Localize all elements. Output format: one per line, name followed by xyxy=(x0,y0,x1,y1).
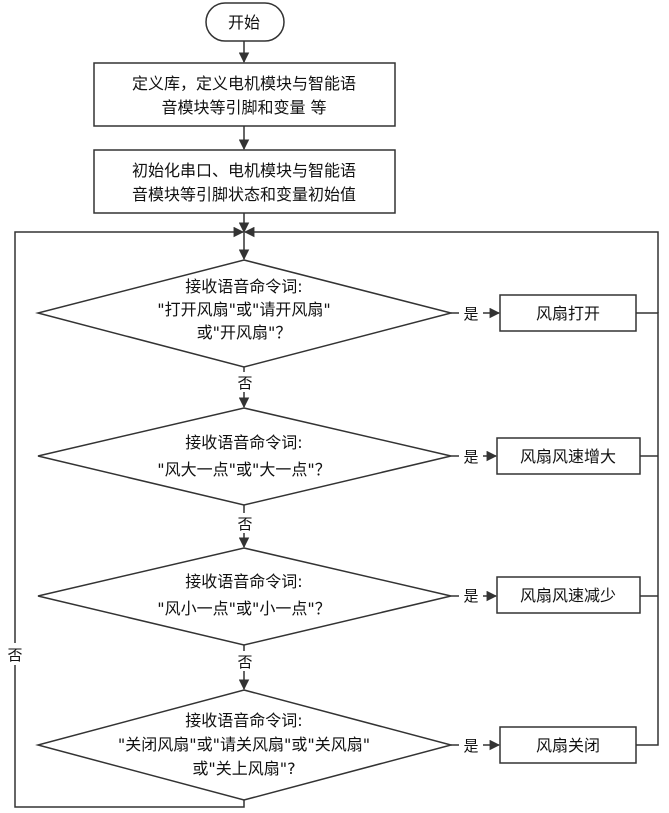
a1-text-line-1: 风扇打开 xyxy=(536,304,600,323)
yes-label-bg-2 xyxy=(459,446,483,466)
a2-text-line-1: 风扇风速增大 xyxy=(520,447,616,466)
yes-label-bg-3 xyxy=(459,586,483,606)
start-text: 开始 xyxy=(228,13,260,32)
d2-text-line-2: "风大一点"或"大一点"？ xyxy=(157,460,330,479)
no-label-3: 否 xyxy=(237,653,252,671)
d1-text: 接收语音命令词: "打开风扇"或"请开风扇" 或"开风扇"？ xyxy=(157,277,330,342)
no-label-4: 否 xyxy=(7,646,22,664)
d4-text-line-1: 接收语音命令词: xyxy=(185,711,302,730)
define-text-line-1: 定义库，定义电机模块与智能语 xyxy=(132,74,356,93)
init-text: 初始化串口、电机模块与智能语音模块等引脚状态和变量初始值 xyxy=(132,161,356,204)
define-process xyxy=(93,62,396,127)
d1-text-line-1: 接收语音命令词: xyxy=(185,277,302,296)
a1-text: 风扇打开 xyxy=(536,304,600,323)
yes-label-2: 是 xyxy=(463,448,478,466)
d4-text-line-3: 或"关上风扇"? xyxy=(192,759,295,778)
start-terminal xyxy=(205,2,285,42)
d1-text-line-2: "打开风扇"或"请开风扇" xyxy=(157,300,330,319)
d2-text-line-1: 接收语音命令词: xyxy=(185,433,302,452)
yes-label-bg-1 xyxy=(459,303,483,323)
define-text: 定义库，定义电机模块与智能语音模块等引脚和变量 等 xyxy=(132,74,356,117)
decision-speed-down xyxy=(37,547,452,646)
edge-return-top xyxy=(243,226,659,313)
decision-speed-up xyxy=(37,407,452,506)
yes-label-1: 是 xyxy=(463,305,478,323)
no-label-bg-2 xyxy=(233,513,257,533)
action-fan-on xyxy=(499,294,637,332)
a3-text-line-1: 风扇风速减少 xyxy=(520,586,616,605)
action-fan-off xyxy=(499,726,637,764)
yes-label-3: 是 xyxy=(463,587,478,605)
d3-text-line-2: "风小一点"或"小一点"？ xyxy=(157,599,330,618)
no-label-bg-3 xyxy=(233,651,257,671)
init-text-line-1: 初始化串口、电机模块与智能语 xyxy=(132,161,356,180)
start-text-line-1: 开始 xyxy=(228,13,260,32)
yes-label-bg-4 xyxy=(459,735,483,755)
init-text-line-2: 音模块等引脚状态和变量初始值 xyxy=(132,185,356,204)
no-label-bg-4 xyxy=(4,643,26,665)
a2-text: 风扇风速增大 xyxy=(520,447,616,466)
a4-text: 风扇关闭 xyxy=(536,736,600,755)
d3-text-line-1: 接收语音命令词: xyxy=(185,572,302,591)
a3-text: 风扇风速减少 xyxy=(520,586,616,605)
edge-return-right-bus xyxy=(636,312,659,746)
no-label-1: 否 xyxy=(237,374,252,392)
no-label-bg-1 xyxy=(233,372,257,392)
d4-text-line-2: "关闭风扇"或"请关风扇"或"关风扇" xyxy=(118,735,370,754)
yes-label-4: 是 xyxy=(463,737,478,755)
action-speed-down xyxy=(496,576,641,614)
define-text-line-2: 音模块等引脚和变量 等 xyxy=(161,98,326,117)
no-label-2: 否 xyxy=(237,515,252,533)
a4-text-line-1: 风扇关闭 xyxy=(536,736,600,755)
d3-text: 接收语音命令词: "风小一点"或"小一点"？ xyxy=(157,572,330,618)
edge-no-loop-left xyxy=(14,226,245,808)
d4-text: 接收语音命令词: "关闭风扇"或"请关风扇"或"关风扇" 或"关上风扇"? xyxy=(118,711,370,778)
d1-text-line-3: 或"开风扇"？ xyxy=(197,323,292,342)
d2-text: 接收语音命令词: "风大一点"或"大一点"？ xyxy=(157,433,330,479)
